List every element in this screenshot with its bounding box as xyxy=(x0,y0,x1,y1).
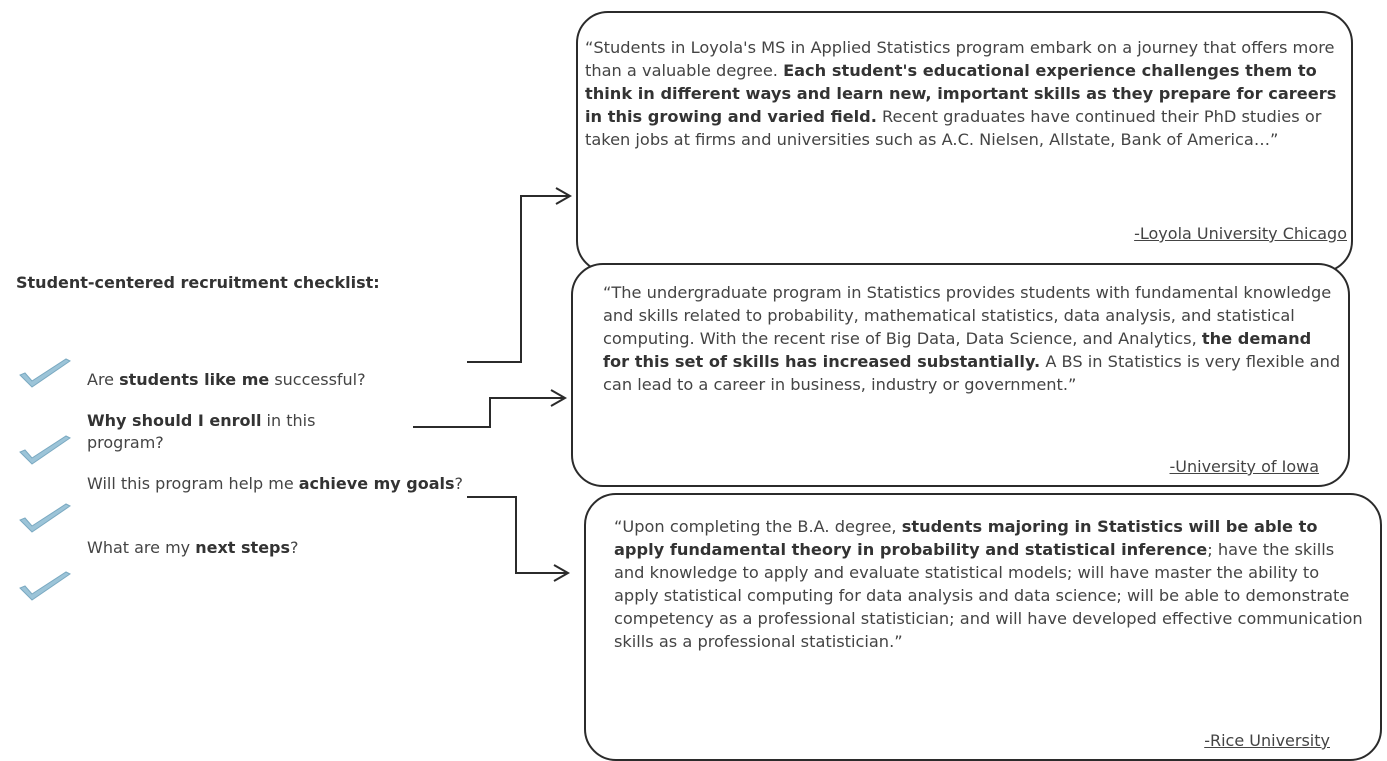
arrow-1-head xyxy=(555,187,573,205)
source-link-rice[interactable]: -Rice University xyxy=(1204,731,1330,750)
checklist-item-1: Are students like me successful? xyxy=(87,370,366,389)
arrow-2 xyxy=(413,397,565,428)
checklist-item-4: What are my next steps? xyxy=(87,538,299,557)
arrow-3-head xyxy=(553,564,571,582)
quote-box-loyola xyxy=(576,11,1353,273)
source-link-iowa[interactable]: -University of Iowa xyxy=(1169,457,1319,476)
checkmark-icon xyxy=(19,435,71,465)
arrow-3 xyxy=(467,496,568,574)
quote-text-iowa: “The undergraduate program in Statistics… xyxy=(603,283,1341,394)
quote-box-rice xyxy=(584,493,1382,761)
quote-text-rice: “Upon completing the B.A. degree, studen… xyxy=(614,517,1363,651)
checklist-title: Student-centered recruitment checklist: xyxy=(16,273,380,292)
checkmark-icon xyxy=(19,503,71,533)
arrow-1 xyxy=(467,195,570,363)
checkmark-icon xyxy=(19,358,71,388)
source-link-loyola[interactable]: -Loyola University Chicago xyxy=(1134,224,1347,243)
checkmark-icon xyxy=(19,571,71,601)
checklist-item-2: Why should I enroll in this program? xyxy=(87,411,316,452)
quote-text-loyola: “Students in Loyola's MS in Applied Stat… xyxy=(585,38,1337,149)
arrow-2-head xyxy=(550,389,568,407)
checklist-item-3: Will this program help me achieve my goa… xyxy=(87,474,464,493)
quote-box-iowa xyxy=(571,263,1350,487)
